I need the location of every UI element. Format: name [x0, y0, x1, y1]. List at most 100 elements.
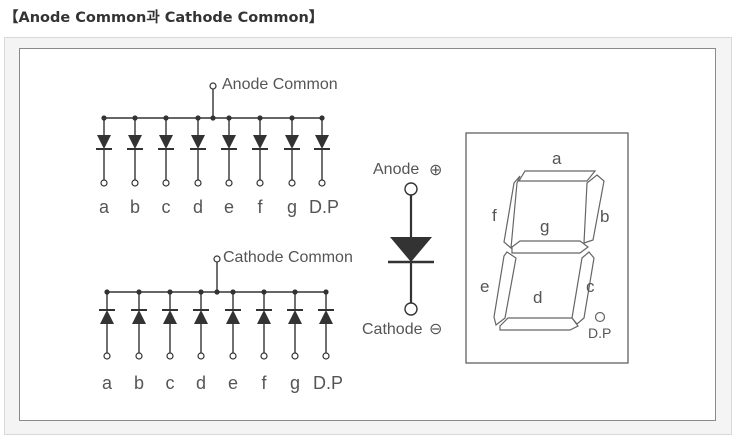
- segment-d-label: d: [533, 288, 542, 307]
- segment-b-label: b: [600, 207, 609, 226]
- seven-segment-display: a b c d e f g D.P: [465, 132, 629, 364]
- diode-triangle: [100, 310, 114, 324]
- pin-label-c: c: [162, 197, 171, 217]
- diode-triangle: [159, 135, 173, 149]
- segment-e: [493, 251, 517, 327]
- diode-triangle: [288, 310, 302, 324]
- diode-leg: [127, 115, 143, 187]
- diode-leg: [193, 289, 209, 360]
- diode-triangle: [191, 135, 205, 149]
- diode-leg: [225, 289, 241, 360]
- pin-terminal: [162, 179, 170, 187]
- pin-label-b: b: [134, 373, 144, 393]
- pin-terminal: [260, 352, 268, 360]
- diode-leg: [131, 289, 147, 360]
- pin-label-e: e: [224, 197, 234, 217]
- diode-triangle: [128, 135, 142, 149]
- pin-terminal: [135, 352, 143, 360]
- diode-leg: [96, 115, 112, 187]
- pin-label-dp: D.P: [313, 373, 343, 393]
- pin-terminal: [131, 179, 139, 187]
- pin-terminal: [288, 179, 296, 187]
- cathode-common-label: Cathode Common: [223, 249, 353, 266]
- pin-label-g: g: [290, 373, 300, 393]
- cathode-pin-labels: a b c d e f g D.P: [102, 373, 343, 393]
- pin-terminal: [194, 179, 202, 187]
- diode-triangle: [257, 310, 271, 324]
- diode-leg: [287, 289, 303, 360]
- anode-plus-icon: ⊕: [429, 162, 442, 179]
- diode-triangle: [222, 135, 236, 149]
- diode-triangle: [319, 310, 333, 324]
- pin-terminal: [322, 352, 330, 360]
- diode-triangle: [194, 310, 208, 324]
- diode-leg: [99, 289, 115, 360]
- diode-leg: [256, 289, 272, 360]
- pin-terminal: [225, 179, 233, 187]
- pin-label-b: b: [130, 197, 140, 217]
- pin-terminal: [318, 179, 326, 187]
- anode-common-label: Anode Common: [222, 76, 338, 93]
- segment-a-label: a: [552, 149, 562, 168]
- common-terminal: [213, 255, 221, 263]
- diode-triangle: [226, 310, 240, 324]
- pin-terminal: [291, 352, 299, 360]
- diode-triangle: [285, 135, 299, 149]
- cathode-common-circuit: [99, 255, 334, 360]
- pin-label-dp: D.P: [309, 197, 339, 217]
- pin-terminal: [197, 352, 205, 360]
- pin-label-a: a: [99, 197, 110, 217]
- junction-dot: [214, 289, 220, 295]
- diode-triangle: [315, 135, 329, 149]
- segment-g-label: g: [540, 217, 549, 236]
- segment-a: [517, 170, 597, 182]
- pin-label-e: e: [228, 373, 238, 393]
- diode-triangle: [390, 237, 432, 262]
- pin-terminal: [166, 352, 174, 360]
- segment-f-label: f: [492, 206, 497, 225]
- segment-e-label: e: [480, 277, 489, 296]
- diode-leg: [190, 115, 206, 187]
- anode-common-circuit: [96, 82, 330, 187]
- diode-leg: [162, 289, 178, 360]
- cathode-terminal-label: Cathode: [362, 321, 423, 338]
- common-terminal: [209, 82, 217, 90]
- anode-terminal: [404, 182, 418, 196]
- pin-label-d: d: [193, 197, 203, 217]
- anode-terminal-label: Anode: [373, 161, 419, 178]
- pin-label-d: d: [196, 373, 206, 393]
- pin-label-g: g: [287, 197, 297, 217]
- segment-f: [503, 175, 521, 250]
- diode-leg: [158, 115, 174, 187]
- diode-triangle: [163, 310, 177, 324]
- decimal-point-label: D.P: [588, 325, 611, 341]
- diode-symbol: Anode ⊕ Cathode ⊖: [362, 161, 442, 338]
- segment-b: [583, 174, 605, 244]
- pin-label-f: f: [257, 197, 263, 217]
- junction-dot: [210, 115, 216, 121]
- decimal-point-icon: [594, 311, 606, 323]
- diode-leg: [314, 115, 330, 187]
- segment-c-label: c: [586, 277, 595, 296]
- pin-terminal: [100, 179, 108, 187]
- pin-terminal: [229, 352, 237, 360]
- diode-leg: [318, 289, 334, 360]
- pin-terminal: [256, 179, 264, 187]
- segment-g: [511, 240, 589, 254]
- pin-label-f: f: [261, 373, 267, 393]
- diode-triangle: [132, 310, 146, 324]
- diode-leg: [221, 115, 237, 187]
- diode-triangle: [253, 135, 267, 149]
- cathode-minus-icon: ⊖: [429, 321, 442, 338]
- diode-triangle: [97, 135, 111, 149]
- page-title: 【Anode Common과 Cathode Common】: [4, 10, 324, 26]
- diode-leg: [284, 115, 300, 187]
- pin-terminal: [103, 352, 111, 360]
- pin-label-a: a: [102, 373, 113, 393]
- pin-label-c: c: [166, 373, 175, 393]
- diode-leg: [252, 115, 268, 187]
- segment-d: [499, 317, 579, 331]
- cathode-terminal: [404, 302, 418, 316]
